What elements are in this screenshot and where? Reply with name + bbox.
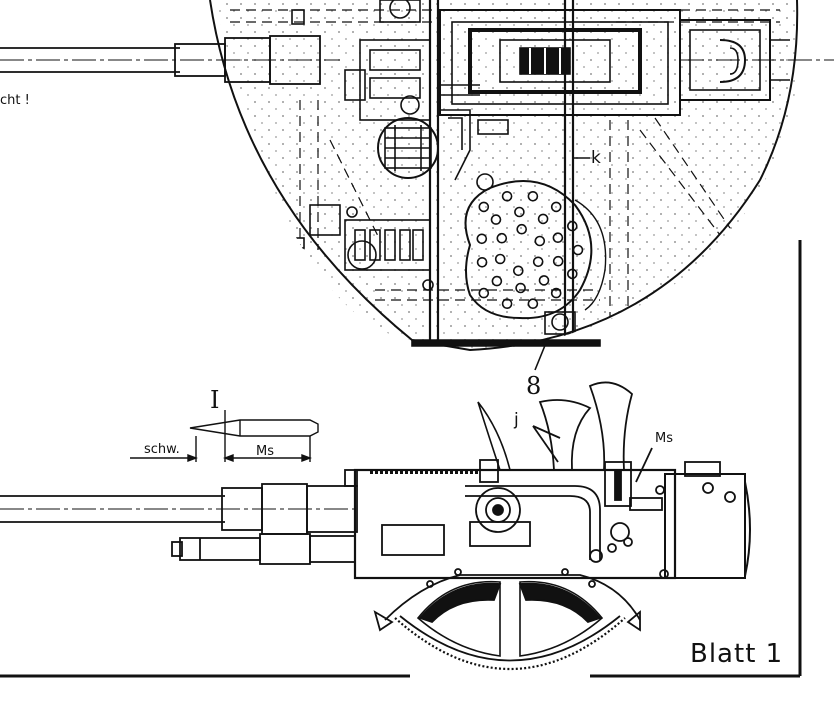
drum-hole [516, 223, 528, 235]
drum-hole [566, 220, 578, 232]
callout-I-label: I [210, 386, 220, 414]
callout-8-label: 8 [526, 372, 542, 400]
sheet-frame [0, 240, 802, 678]
magazine-j-right [588, 381, 634, 471]
upper-barrel [0, 35, 834, 85]
drum-hole [514, 206, 525, 218]
drum-hole [550, 287, 562, 299]
cartridge-detail [130, 410, 319, 463]
drum-hole [496, 232, 508, 244]
circular-detail-view [209, 0, 800, 371]
sheet-label: Blatt 1 [690, 639, 784, 669]
dim-ms-round-label: Ms [256, 444, 274, 459]
drum-hole [532, 256, 544, 268]
drum-hole [494, 253, 506, 265]
drum-hole [501, 298, 513, 310]
text-fragment-left: cht ! [0, 93, 30, 108]
drum-hole [566, 268, 578, 280]
drum-hole [527, 191, 539, 202]
drum-hole [478, 201, 490, 213]
drum-hole [552, 232, 564, 243]
dim-schw-label: schw. [144, 442, 180, 457]
drum-hole [515, 282, 526, 294]
receiver-housing [353, 468, 677, 580]
drum-hole [490, 214, 502, 225]
drum-hole [572, 244, 584, 256]
side-view-gun [0, 381, 751, 670]
callout-j-label: j [514, 410, 519, 430]
drum-hole [537, 213, 549, 225]
drum-hole [552, 255, 564, 267]
magazine-j-left [477, 401, 512, 471]
drum-hole [527, 298, 539, 310]
drum-hole [538, 275, 550, 286]
drum-hole [550, 201, 562, 213]
drum-hole [534, 235, 546, 247]
elevation-arc-teeth [394, 617, 626, 670]
magazine-j-middle [538, 399, 592, 471]
magazine-drum [464, 180, 593, 320]
callout-k-label: k [591, 148, 601, 168]
drum-hole [512, 265, 524, 277]
drum-hole [476, 233, 488, 245]
drum-hole [501, 191, 513, 202]
drum-hole [478, 287, 490, 299]
callout-ms-label: Ms [655, 431, 673, 446]
drum-hole [476, 256, 488, 268]
detail-circle-outline [209, 0, 799, 352]
drum-hole [491, 275, 503, 287]
